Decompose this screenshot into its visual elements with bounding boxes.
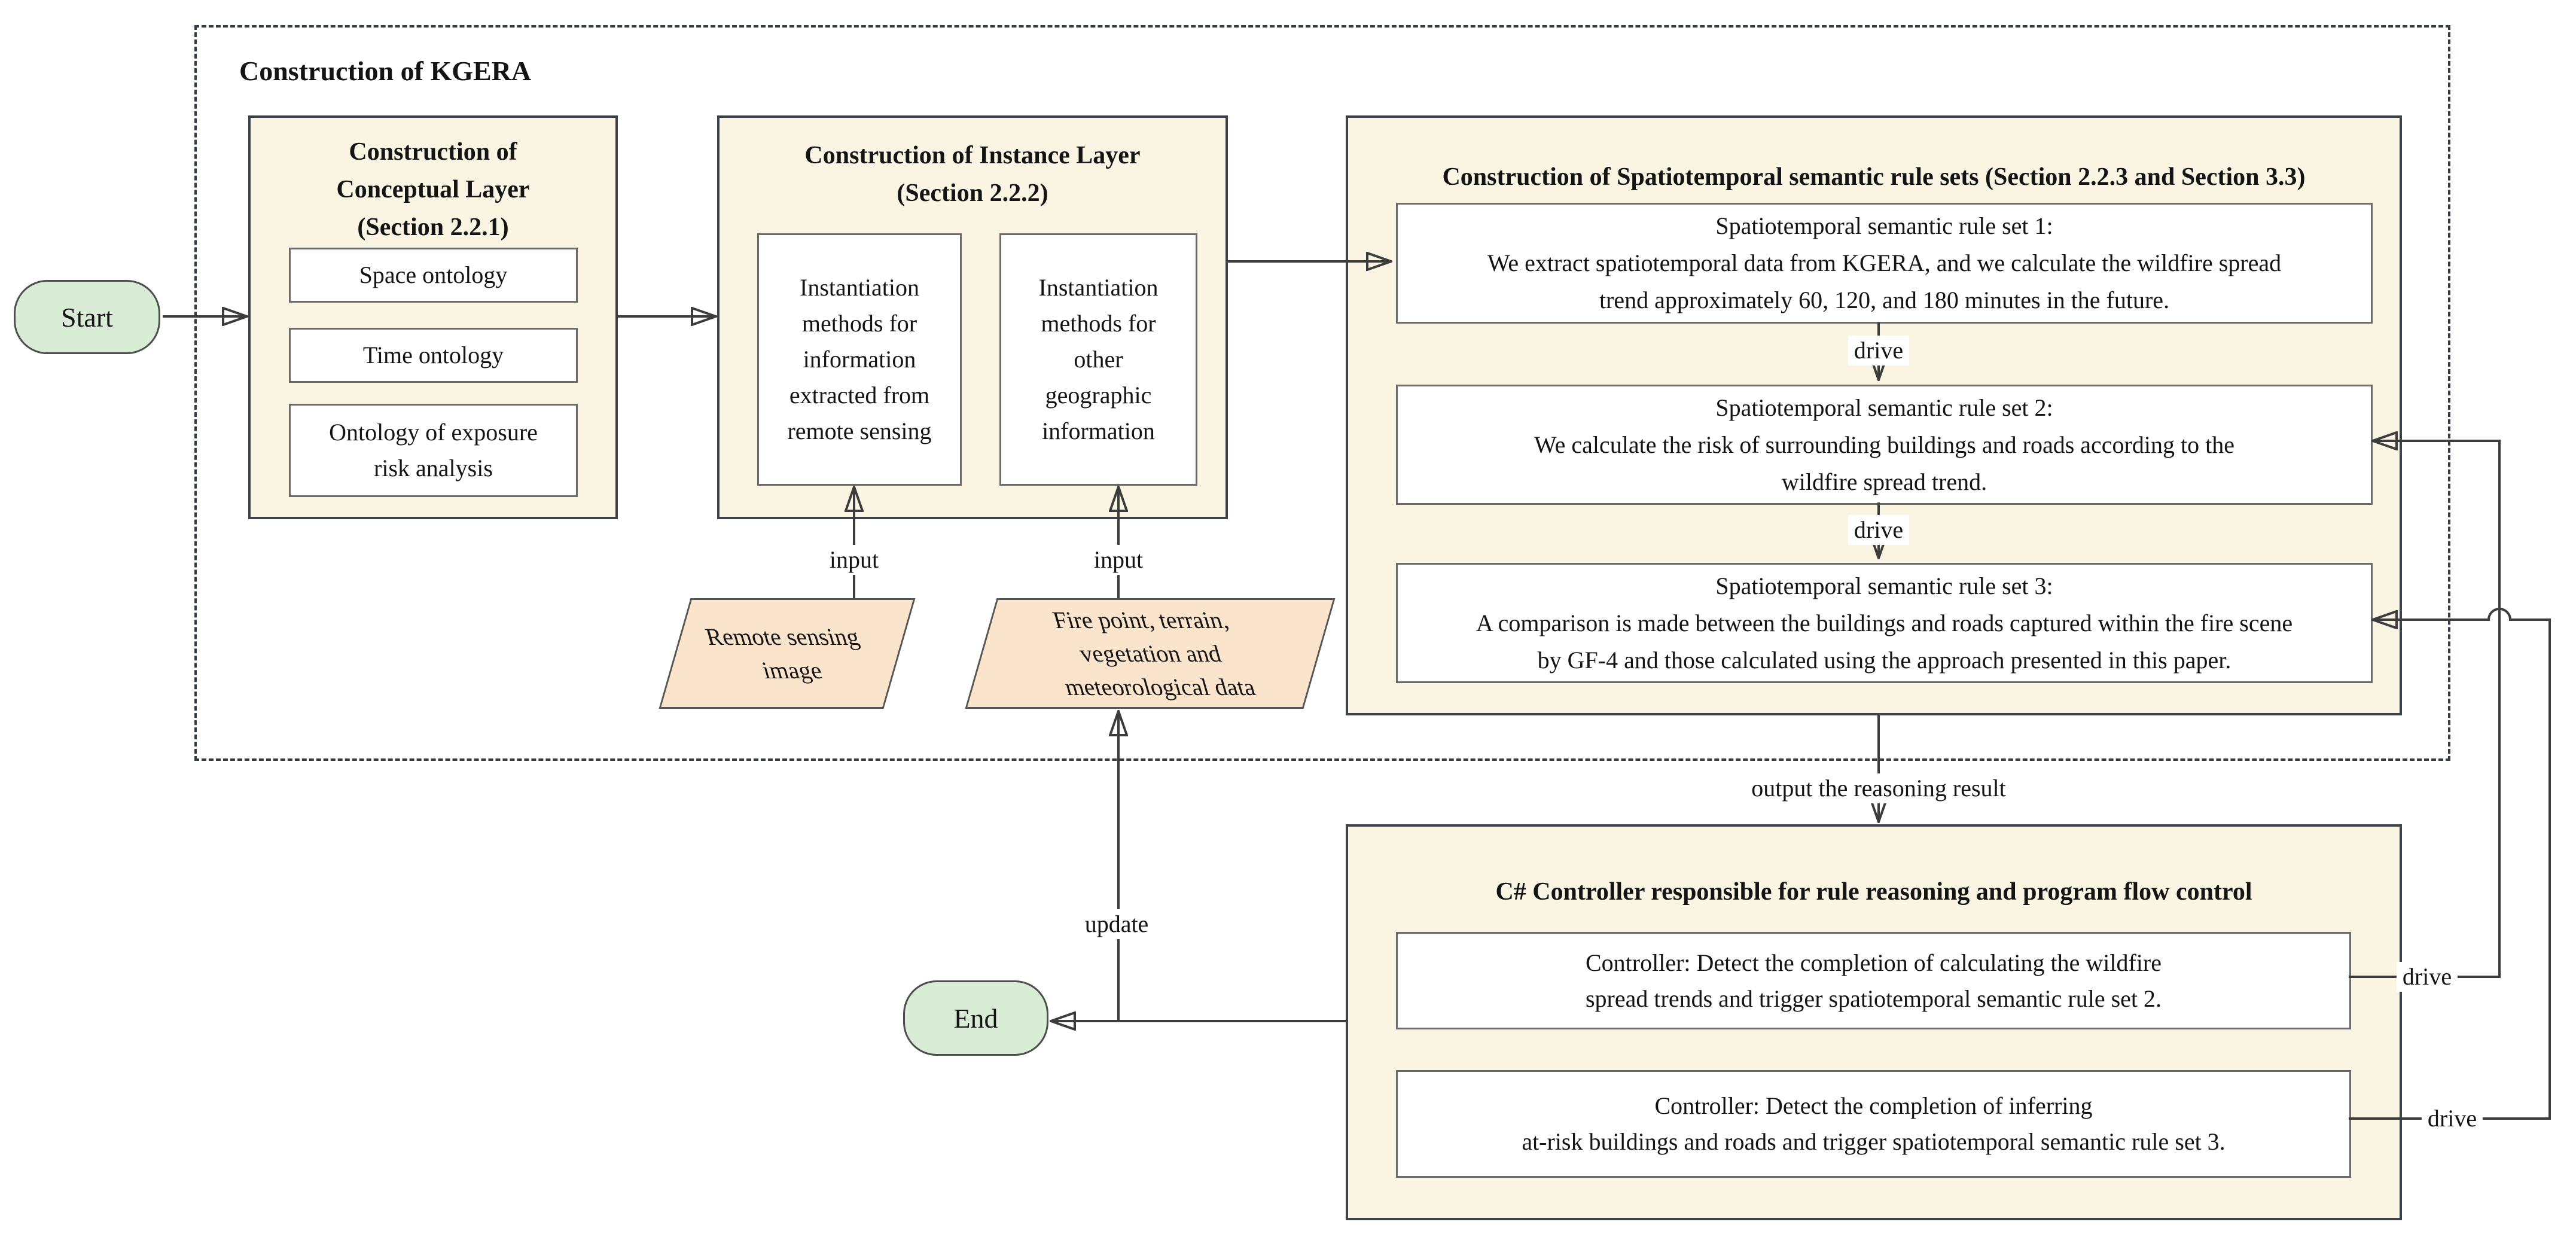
controller-item-1-box: Controller: Detect the completion of cal… <box>1396 932 2351 1029</box>
space-ontology-label: Space ontology <box>359 261 508 288</box>
instantiation-remote-sensing-label: Instantiation methods for information ex… <box>787 274 932 444</box>
rule-set-2-title: Spatiotemporal semantic rule set 2: <box>1715 394 2053 421</box>
rulesets-box: Construction of Spatiotemporal semantic … <box>1346 115 2402 715</box>
time-ontology-label: Time ontology <box>362 342 504 368</box>
controller-title: C# Controller responsible for rule reaso… <box>1495 878 2252 906</box>
rule-set-3-box: Spatiotemporal semantic rule set 3: A co… <box>1396 563 2373 683</box>
fire-data-label: Fire point, terrain, vegetation and mete… <box>1049 606 1258 700</box>
rule-set-1-body: We extract spatiotemporal data from KGER… <box>1487 249 2282 313</box>
kgera-group-title: Construction of KGERA <box>239 56 532 86</box>
rule-set-1-title: Spatiotemporal semantic rule set 1: <box>1715 212 2053 239</box>
conceptual-layer-box: Construction of Conceptual Layer (Sectio… <box>248 115 618 519</box>
controller-box: C# Controller responsible for rule reaso… <box>1346 824 2402 1220</box>
rule-set-1-box: Spatiotemporal semantic rule set 1: We e… <box>1396 203 2373 324</box>
start-node: Start <box>14 280 160 354</box>
instance-layer-title: Construction of Instance Layer (Section … <box>804 142 1141 207</box>
end-label: End <box>953 1003 998 1034</box>
instantiation-geographic-box: Instantiation methods for other geograph… <box>999 233 1197 486</box>
drive-label-4: drive <box>2421 1104 2483 1134</box>
conceptual-layer-title: Construction of Conceptual Layer (Sectio… <box>336 138 530 241</box>
remote-sensing-image-label: Remote sensing image <box>702 623 862 684</box>
controller-item-2-label: Controller: Detect the completion of inf… <box>1522 1092 2226 1155</box>
rule-set-2-box: Spatiotemporal semantic rule set 2: We c… <box>1396 385 2373 505</box>
rulesets-title: Construction of Spatiotemporal semantic … <box>1442 163 2306 191</box>
controller-item-2-box: Controller: Detect the completion of inf… <box>1396 1070 2351 1178</box>
input-label-2: input <box>1087 545 1150 575</box>
instance-layer-box: Construction of Instance Layer (Section … <box>717 115 1228 519</box>
instantiation-remote-sensing-box: Instantiation methods for information ex… <box>757 233 962 486</box>
start-label: Start <box>61 301 113 333</box>
time-ontology-box: Time ontology <box>289 328 578 383</box>
instantiation-geographic-label: Instantiation methods for other geograph… <box>1038 274 1159 444</box>
drive-label-3: drive <box>2396 962 2458 992</box>
input-label-1: input <box>823 545 885 575</box>
kgera-group-border <box>194 25 2450 761</box>
controller-item-1-label: Controller: Detect the completion of cal… <box>1585 949 2162 1012</box>
end-node: End <box>903 980 1048 1056</box>
output-reasoning-result-label: output the reasoning result <box>1745 773 2012 803</box>
exposure-risk-ontology-label: Ontology of exposure risk analysis <box>329 419 538 482</box>
rule-set-3-title: Spatiotemporal semantic rule set 3: <box>1715 572 2053 599</box>
update-label: update <box>1078 909 1155 939</box>
rule-set-2-body: We calculate the risk of surrounding bui… <box>1534 431 2234 495</box>
drive-label-1: drive <box>1848 336 1910 365</box>
drive-label-2: drive <box>1848 515 1910 545</box>
exposure-risk-ontology-box: Ontology of exposure risk analysis <box>289 404 578 497</box>
rule-set-3-body: A comparison is made between the buildin… <box>1476 609 2293 674</box>
space-ontology-box: Space ontology <box>289 248 578 303</box>
